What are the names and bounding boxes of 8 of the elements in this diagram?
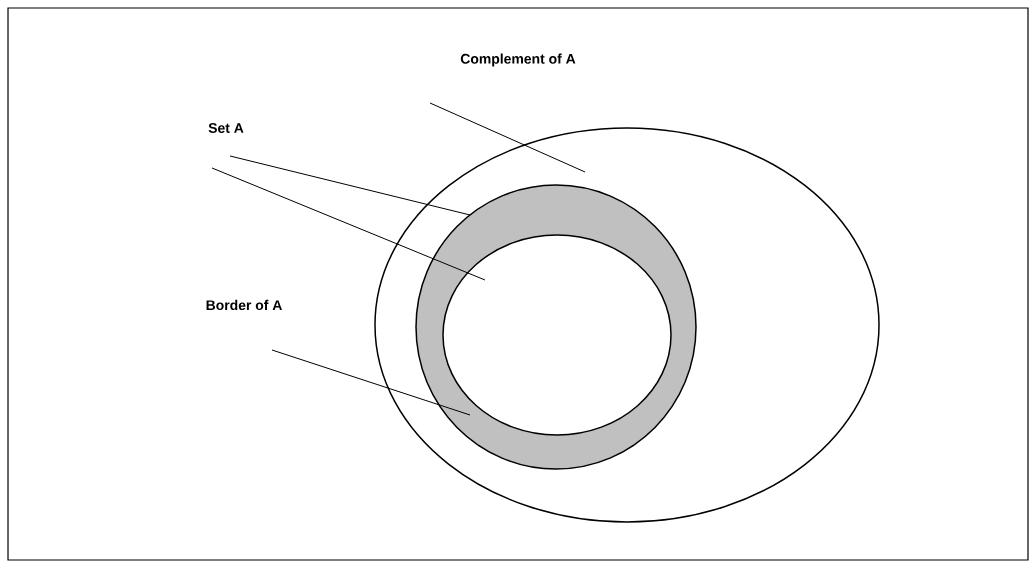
set-label: Border of A [206, 299, 282, 311]
leader-line [211, 167, 486, 281]
ellipse [442, 234, 672, 436]
leader-line [271, 349, 471, 416]
set-label: Complement of A [460, 53, 576, 67]
leader-line [229, 155, 471, 216]
set-label: Set A [208, 123, 244, 133]
leader-line [429, 102, 586, 173]
